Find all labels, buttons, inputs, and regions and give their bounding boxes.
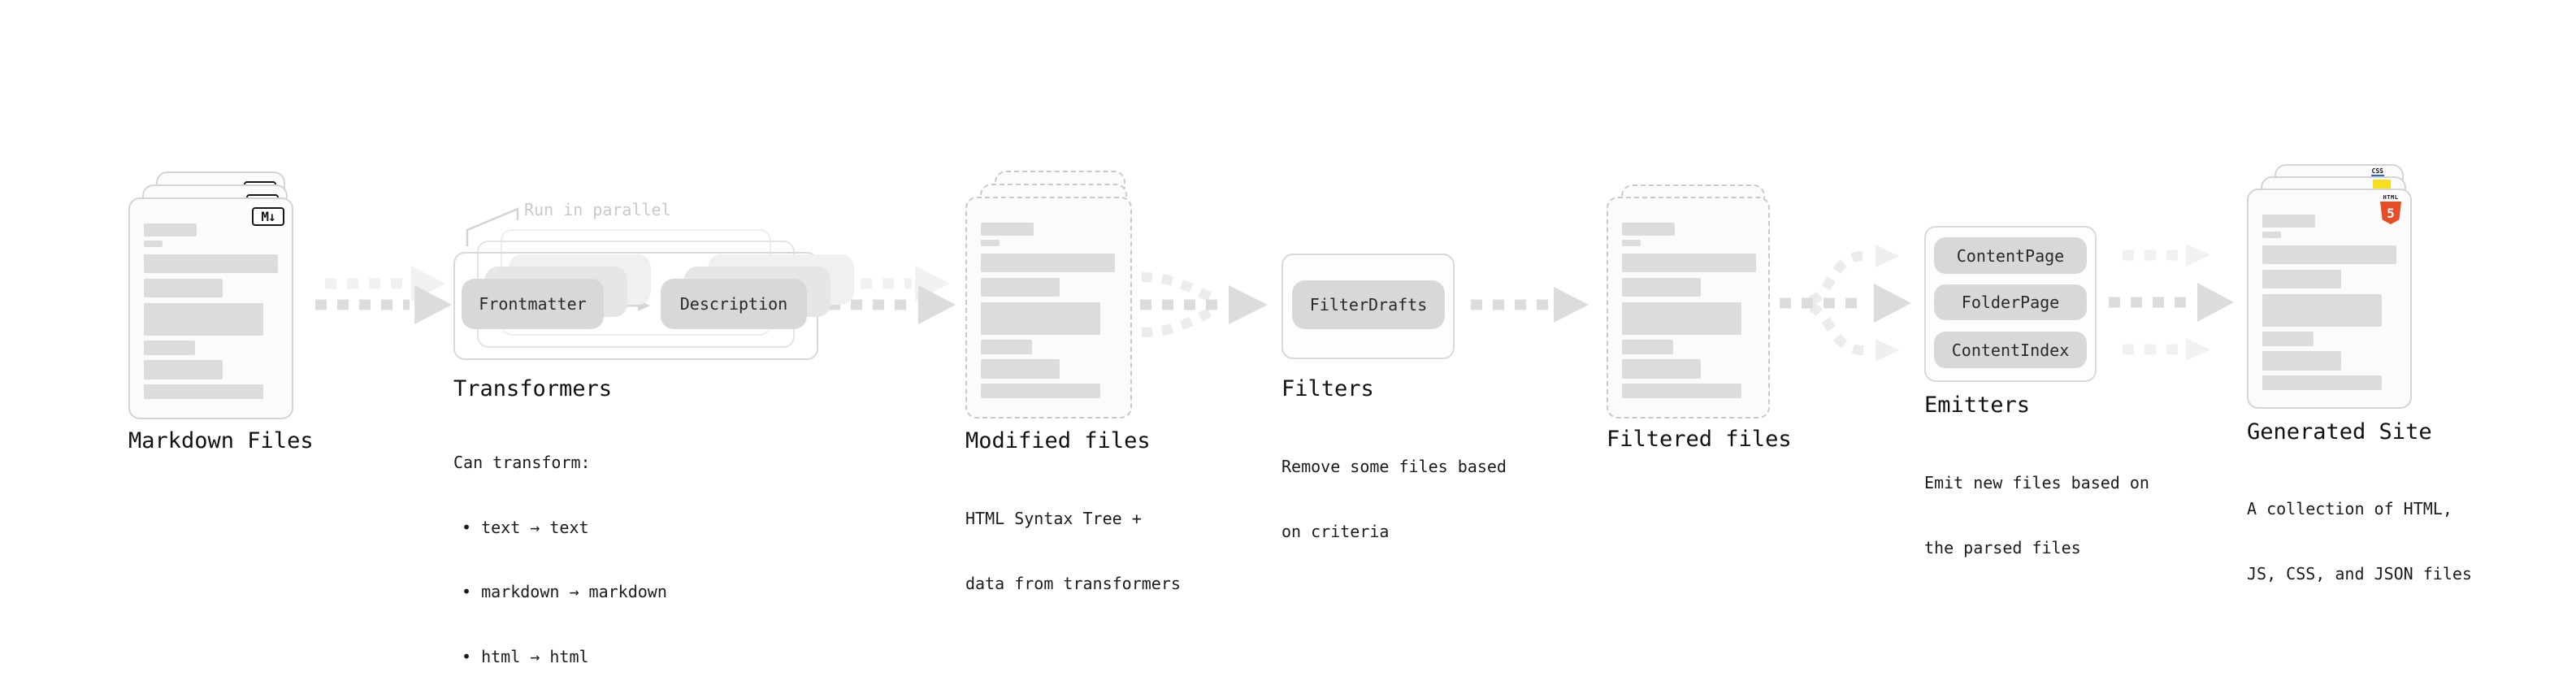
generated-site-description: A collection of HTML, JS, CSS, and JSON …	[2247, 455, 2472, 627]
placeholder-text-bar	[1622, 254, 1756, 272]
filtered-file-front	[1607, 197, 1770, 419]
frontmatter-chip: Frontmatter	[462, 279, 604, 329]
placeholder-text-bar	[981, 278, 1060, 297]
placeholder-text-bar	[981, 223, 1034, 236]
filters-description: Remove some files based on criteria	[1281, 413, 1507, 585]
modified-file-front	[965, 197, 1132, 419]
placeholder-text-bar	[2262, 215, 2315, 228]
placeholder-text-bar	[144, 279, 223, 297]
contentindex-chip: ContentIndex	[1934, 332, 2087, 368]
placeholder-text-bar	[144, 340, 195, 355]
emitters-desc-line: Emit new files based on	[1924, 473, 2149, 492]
modified-files-description: HTML Syntax Tree + data from transformer…	[965, 465, 1181, 637]
modified-desc-line: HTML Syntax Tree +	[965, 509, 1142, 528]
transformers-description: Can transform: • text → text • markdown …	[453, 409, 667, 681]
arrow-emitters-to-site-top	[2123, 244, 2210, 267]
markdown-file-front: M↓	[128, 197, 293, 419]
arrow-merge-modified-to-filters	[1140, 272, 1268, 337]
description-chip: Description	[661, 279, 807, 329]
folderpage-chip: FolderPage	[1934, 284, 2087, 320]
js-icon	[2373, 180, 2391, 190]
placeholder-text-bar	[981, 384, 1100, 398]
site-file-html: HTML 5	[2247, 189, 2412, 409]
placeholder-text-bar	[2262, 332, 2314, 346]
emitters-desc-line: the parsed files	[1924, 537, 2081, 557]
css-icon: CSS	[2370, 167, 2384, 177]
placeholder-text-bar	[1622, 359, 1701, 379]
placeholder-text-bar	[2262, 351, 2341, 371]
placeholder-text-bar	[2262, 245, 2396, 264]
arrow-emitters-to-site-middle	[2109, 283, 2234, 322]
placeholder-text-bar	[1622, 302, 1741, 335]
transformers-bullet: • text → text	[462, 517, 589, 537]
placeholder-text-bar	[981, 340, 1032, 354]
placeholder-text-bar	[144, 384, 263, 399]
filterdrafts-chip: FilterDrafts	[1292, 280, 1445, 329]
placeholder-text-bar	[1622, 384, 1741, 398]
placeholder-text-bar	[144, 223, 197, 236]
arrow-emitters-to-site-bottom	[2123, 338, 2210, 361]
placeholder-text-bar	[2262, 294, 2382, 327]
placeholder-text-bar	[981, 254, 1115, 272]
placeholder-text-bar	[981, 359, 1060, 379]
transformers-label: Transformers	[453, 376, 613, 401]
filters-desc-line: on criteria	[1281, 521, 1390, 541]
filters-desc-line: Remove some files based	[1281, 457, 1507, 476]
placeholder-text-bar	[1622, 240, 1641, 246]
placeholder-text-bar	[1622, 278, 1701, 297]
site-desc-line: A collection of HTML,	[2247, 499, 2452, 518]
filters-label: Filters	[1281, 376, 1374, 401]
arrow-split-filtered-to-emitters	[1780, 245, 1911, 362]
html5-icon: HTML 5	[2380, 194, 2401, 224]
modified-files-label: Modified files	[965, 428, 1151, 453]
run-in-parallel-note: Run in parallel	[524, 200, 671, 219]
placeholder-text-bar	[981, 240, 1000, 246]
arrow-markdown-to-transformers	[315, 266, 452, 324]
placeholder-text-bar	[1622, 340, 1673, 354]
placeholder-text-bar	[144, 303, 263, 336]
generated-site-label: Generated Site	[2247, 419, 2432, 445]
placeholder-text-bar	[2262, 232, 2281, 238]
arrow-filters-to-filtered	[1471, 287, 1589, 323]
transformers-desc-line: Can transform:	[453, 453, 591, 472]
html5-icon-shield: 5	[2380, 202, 2401, 224]
placeholder-text-bar	[144, 241, 163, 247]
emitters-description: Emit new files based on the parsed files	[1924, 429, 2149, 601]
placeholder-text-bar	[2262, 375, 2382, 390]
transformers-bullet: • html → html	[462, 646, 589, 666]
emitters-label: Emitters	[1924, 393, 2031, 418]
placeholder-text-bar	[2262, 270, 2341, 288]
contentpage-chip: ContentPage	[1934, 237, 2087, 274]
modified-desc-line: data from transformers	[965, 573, 1181, 593]
markdown-icon: M↓	[252, 207, 284, 226]
html5-icon-word: HTML	[2383, 194, 2399, 201]
site-desc-line: JS, CSS, and JSON files	[2247, 563, 2472, 583]
markdown-files-label: Markdown Files	[128, 428, 314, 453]
placeholder-text-bar	[144, 360, 223, 380]
placeholder-text-bar	[981, 302, 1100, 335]
filtered-files-label: Filtered files	[1607, 427, 1792, 452]
transformers-bullet: • markdown → markdown	[462, 582, 667, 601]
placeholder-text-bar	[1622, 223, 1675, 236]
placeholder-text-bar	[144, 254, 278, 273]
